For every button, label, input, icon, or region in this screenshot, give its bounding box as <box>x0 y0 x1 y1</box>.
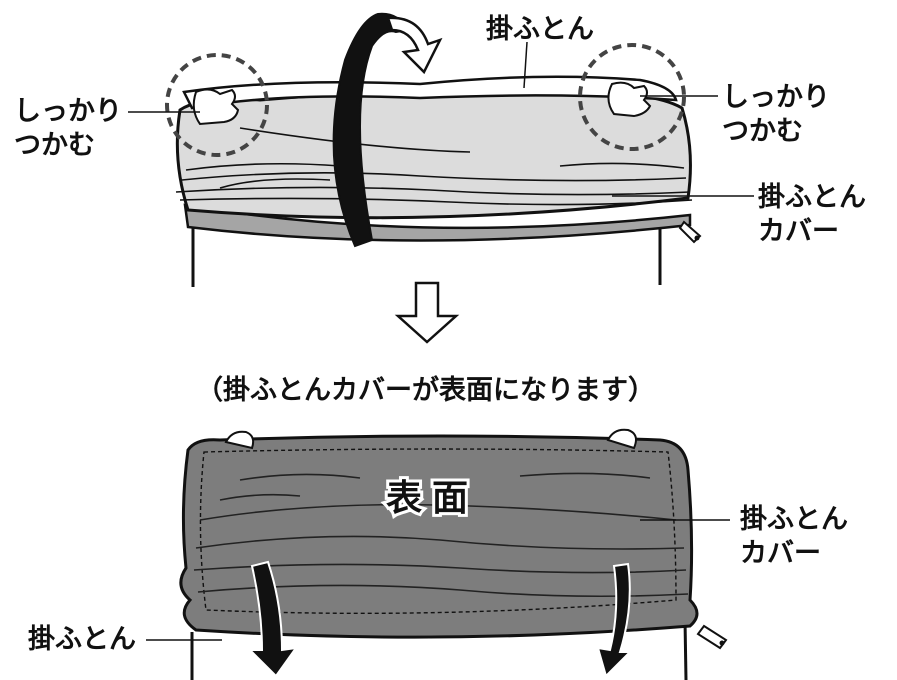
duvet-label: 掛ふとん <box>486 14 594 45</box>
flip-rotation-arrow-icon <box>332 12 443 248</box>
cover-wrinkles <box>175 127 693 206</box>
top-illustration: 掛ふとん しっかり つかむ しっかり つかむ 掛ふとん カバー <box>14 12 866 287</box>
right-grip-highlight-circle <box>578 43 686 151</box>
right-hand-icon <box>607 81 652 118</box>
surface-label: 表面 <box>386 478 478 519</box>
cover-label-line1: 掛ふとん <box>758 182 866 213</box>
cover-dashed-seam <box>199 448 677 615</box>
bottom-left-hand-icon <box>224 430 255 450</box>
left-hand-icon <box>192 88 240 126</box>
right-pull-down-arrow-icon <box>596 562 633 678</box>
bottom-zipper-pull-icon <box>696 624 728 650</box>
bottom-duvet-label: 掛ふとん <box>28 624 136 655</box>
zipper-pull-icon <box>678 220 702 244</box>
cover-surface-note: （掛ふとんカバーが表面になります） <box>196 374 655 406</box>
top-leader-lines <box>128 41 754 197</box>
down-outline-arrow-icon <box>394 281 460 344</box>
flipped-cover-body <box>179 434 699 639</box>
left-pull-down-arrow-icon <box>247 560 299 678</box>
bottom-leader-lines <box>146 519 730 641</box>
bottom-cover-label-line1: 掛ふとん <box>740 504 848 535</box>
bottom-right-bed-edge <box>683 619 688 680</box>
bottom-illustration: 表面 掛ふとん カバー 掛ふとん <box>28 428 848 680</box>
grip-left-label-line1: しっかり <box>14 96 122 127</box>
bottom-right-hand-icon <box>606 428 637 450</box>
grip-right-label-line2: つかむ <box>722 116 803 147</box>
grip-left-label-line2: つかむ <box>14 130 95 161</box>
grip-right-label-line1: しっかり <box>722 82 830 113</box>
cover-label-line2: カバー <box>758 216 839 247</box>
bottom-cover-label-line2: カバー <box>740 538 821 569</box>
transition: （掛ふとんカバーが表面になります） <box>196 281 655 406</box>
left-grip-highlight-circle <box>165 53 269 157</box>
